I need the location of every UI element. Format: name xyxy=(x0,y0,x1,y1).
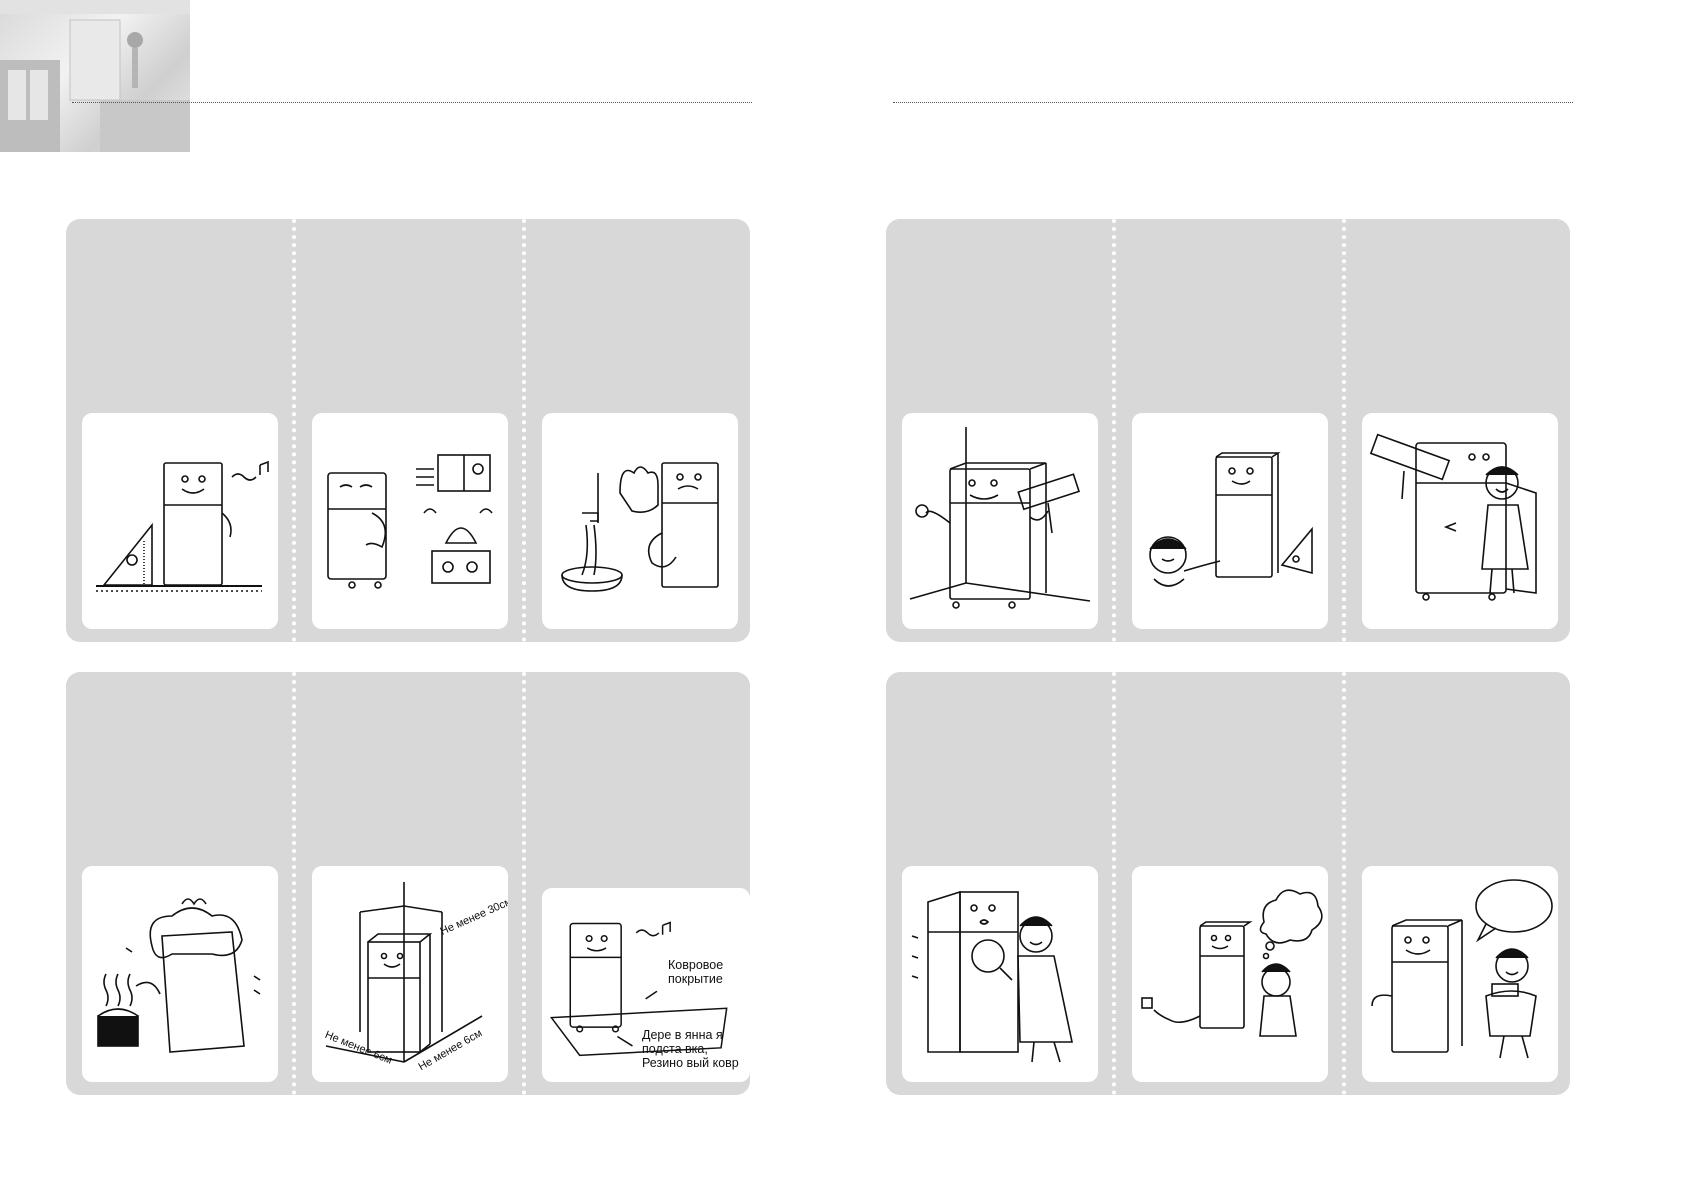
illustration-fridge-plug xyxy=(1132,866,1328,1082)
illustration-child-fridge xyxy=(1132,413,1328,629)
header-rule-left xyxy=(72,102,752,103)
header-rule-right xyxy=(893,102,1573,103)
panel-right-top xyxy=(886,219,1570,642)
label-base-line1: Дере в янна я xyxy=(642,1028,723,1042)
panel-divider xyxy=(292,219,296,642)
illustration-fridge-door-sign xyxy=(1362,413,1558,629)
illustration-fridge-food xyxy=(1362,866,1558,1082)
label-carpet-line2: покрытие xyxy=(668,972,723,986)
panel-right-bottom xyxy=(886,672,1570,1095)
illustration-heat-sources xyxy=(312,413,508,629)
panel-divider xyxy=(1342,672,1346,1095)
panel-left-top xyxy=(66,219,750,642)
illustration-fridge-placement xyxy=(902,413,1098,629)
label-base-line3: Резино вый ковр xyxy=(642,1056,739,1070)
illustration-inspect-fridge xyxy=(902,866,1098,1082)
label-base-line2: подста вка, xyxy=(642,1042,708,1056)
illustration-level-fridge xyxy=(82,413,278,629)
panel-divider xyxy=(292,672,296,1095)
illustration-hot-air-fridge xyxy=(82,866,278,1082)
panel-divider xyxy=(522,672,526,1095)
illustration-floor-base: Ковровое покрытие Дере в янна я подста в… xyxy=(542,888,750,1082)
panel-left-bottom: Не менее 30см Не менее 6см Не менее 6см … xyxy=(66,672,750,1095)
label-carpet-line1: Ковровое xyxy=(668,958,724,972)
panel-divider xyxy=(522,219,526,642)
illustration-clearance: Не менее 30см Не менее 6см Не менее 6см xyxy=(312,866,508,1082)
illustration-water-hazard xyxy=(542,413,738,629)
corner-photo xyxy=(0,0,190,152)
panel-divider xyxy=(1112,219,1116,642)
panel-divider xyxy=(1342,219,1346,642)
panel-divider xyxy=(1112,672,1116,1095)
